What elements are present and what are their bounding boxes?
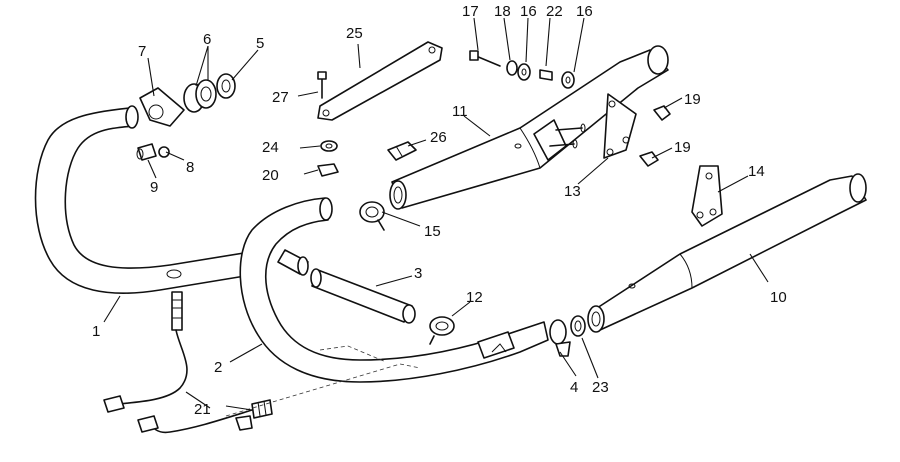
- callout-4: 4: [570, 379, 578, 396]
- callout-12: 12: [466, 289, 483, 306]
- leader-lines: [103, 17, 769, 411]
- gasket-5: [216, 73, 236, 99]
- clamp-12: [429, 316, 455, 345]
- nut-19b: [639, 151, 659, 167]
- seal-6: [183, 79, 217, 113]
- muffler-10: [587, 173, 867, 333]
- lambda-sensor-21: [103, 291, 273, 434]
- clip-26: [387, 141, 417, 161]
- callout-7: 7: [138, 43, 146, 60]
- heat-shield-25: [317, 41, 443, 121]
- bolt-27: [317, 71, 327, 99]
- nut-20: [317, 163, 339, 177]
- washer-18: [506, 60, 518, 76]
- callout-19a: 19: [684, 91, 701, 108]
- bracket-14: [691, 165, 723, 227]
- callout-6: 6: [203, 31, 211, 48]
- assembly-guide-lines: [225, 345, 421, 417]
- muffler-mount-plate: [533, 119, 586, 161]
- washer-16b: [561, 71, 575, 89]
- callout-10: 10: [770, 289, 787, 306]
- bolt-17: [469, 50, 501, 67]
- header-pipe-2: [239, 197, 549, 383]
- callout-15: 15: [424, 223, 441, 240]
- washer-16a: [517, 63, 531, 81]
- spacer-22: [539, 69, 553, 81]
- callout-2: 2: [214, 359, 222, 376]
- callout-26: 26: [430, 129, 447, 146]
- stud-9: [136, 143, 157, 161]
- callout-23: 23: [592, 379, 609, 396]
- callout-18: 18: [494, 3, 511, 20]
- callout-22: 22: [546, 3, 563, 20]
- callout-11: 11: [452, 103, 468, 120]
- callout-21: 21: [194, 401, 211, 418]
- flange-7: [139, 87, 185, 127]
- callout-3: 3: [414, 265, 422, 282]
- bracket-13: [603, 93, 637, 159]
- callout-27: 27: [272, 89, 289, 106]
- crossover-tube-3: [310, 268, 416, 324]
- header-pipe-1: [34, 105, 251, 294]
- callout-16a: 16: [520, 3, 537, 20]
- callout-16b: 16: [576, 3, 593, 20]
- nut-8: [158, 146, 170, 158]
- callout-1: 1: [92, 323, 100, 340]
- callout-20: 20: [262, 167, 279, 184]
- callout-19b: 19: [674, 139, 691, 156]
- callout-17: 17: [462, 3, 479, 20]
- clamp-4: [549, 319, 571, 357]
- callout-9: 9: [150, 179, 158, 196]
- washer-24: [320, 140, 338, 152]
- gasket-23: [570, 315, 586, 337]
- callout-13: 13: [564, 183, 581, 200]
- callout-5: 5: [256, 35, 264, 52]
- nut-19a: [653, 105, 671, 121]
- clamp-15: [359, 201, 385, 231]
- muffler-11: [389, 45, 669, 210]
- callout-25: 25: [346, 25, 363, 42]
- callout-14: 14: [748, 163, 765, 180]
- callout-24: 24: [262, 139, 279, 156]
- callout-8: 8: [186, 159, 194, 176]
